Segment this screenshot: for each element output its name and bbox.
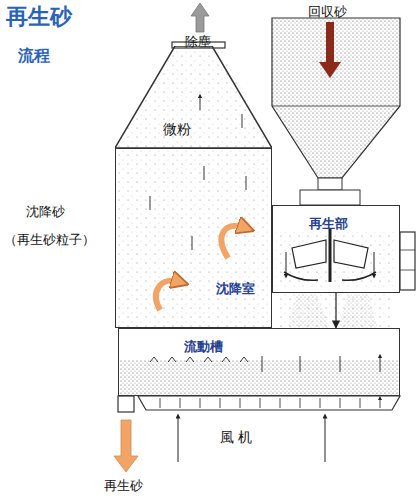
flow-arrow — [374, 252, 375, 276]
exhaust-arrow — [191, 3, 209, 32]
hood-shape — [115, 46, 272, 148]
impeller-right — [342, 272, 376, 280]
fluid-bed-trough: 流動槽 — [118, 328, 400, 396]
updraft-arrows — [150, 96, 246, 250]
fan-label: 風 机 — [220, 430, 252, 445]
regeneration-unit: 再生部 — [272, 205, 400, 293]
return-sand-arrow — [319, 22, 341, 78]
motor-line — [400, 270, 415, 271]
rotor-shaft — [329, 228, 332, 282]
fan-air-arrow — [325, 416, 326, 462]
rotor-left — [292, 240, 326, 268]
discharge-chute — [118, 396, 134, 412]
hood-outline — [115, 46, 272, 148]
node-label: 流動槽 — [184, 339, 223, 354]
node-label: 沈降室 — [216, 281, 255, 296]
output-label: 再生砂 — [104, 478, 143, 493]
flow-connector — [335, 293, 336, 328]
particle-label: （再生砂粒子） — [4, 232, 95, 247]
settling-chamber: 沈降室 — [115, 148, 272, 328]
motor — [400, 232, 415, 290]
rotor-right — [334, 240, 368, 268]
hopper-edge — [272, 106, 400, 107]
bubble-marks — [150, 357, 248, 362]
exhaust-label: 除塵 — [185, 34, 211, 49]
diagram-title: 再生砂 — [6, 4, 72, 30]
impeller-left — [284, 272, 318, 280]
dust-fill — [115, 48, 272, 328]
node-label: 再生部 — [309, 216, 348, 231]
air-arrows — [160, 398, 380, 408]
falling-sand — [280, 294, 392, 328]
falling-sand — [338, 294, 378, 328]
vortex-arrow — [222, 226, 246, 258]
falling-sand — [288, 294, 330, 328]
node-label: 微粉 — [163, 122, 191, 137]
settled-sand-label: 沈降砂 — [26, 204, 65, 219]
air-arrows — [262, 356, 380, 372]
motor-line — [400, 250, 415, 251]
input-label: 回収砂 — [308, 4, 347, 19]
product-arrow — [114, 420, 138, 472]
hopper-neck — [318, 178, 342, 190]
wind-box — [138, 396, 400, 410]
subtitle: 流程 — [18, 48, 50, 63]
flow-arrow — [286, 252, 287, 276]
fan-air-arrow — [178, 416, 179, 462]
mechanism-fill — [276, 232, 396, 288]
hood: 微粉 — [115, 46, 272, 148]
vortex-arrow — [156, 281, 180, 310]
sand-bed — [120, 360, 398, 396]
feed-housing — [300, 190, 360, 205]
sand-hopper — [272, 18, 400, 178]
